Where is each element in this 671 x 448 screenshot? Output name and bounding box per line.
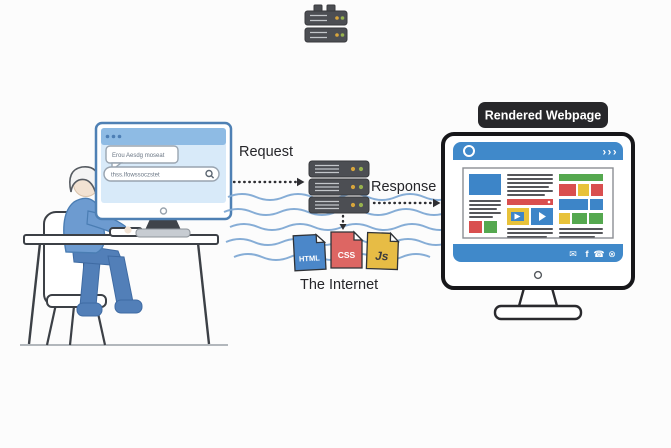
search-bar[interactable]: thss.Ifowssoczstet (103, 166, 220, 182)
browser-footer: ✉ f ☎ ⊗ (569, 249, 616, 260)
shoe (114, 299, 143, 314)
mail-icon[interactable]: ✉ (569, 249, 577, 259)
server-small (304, 4, 348, 43)
css-file-label: CSS (338, 250, 356, 260)
search-icon (205, 169, 215, 179)
monitor-stand-base (135, 228, 191, 238)
server-to-files-arrow (339, 214, 347, 230)
server-unit (308, 160, 370, 178)
speech-bubble-text: Erou Aesdg moseat (112, 153, 165, 159)
rendered-browser-window: ››› (453, 142, 623, 262)
js-file-icon: Js (365, 231, 400, 271)
css-file-icon: CSS (330, 230, 364, 269)
play-icon (514, 213, 521, 220)
rendered-webpage-label: Rendered Webpage (485, 109, 602, 123)
response-label: Response (371, 179, 436, 195)
browser-toolbar (101, 128, 226, 145)
browser-logo-icon (463, 145, 475, 157)
video-thumbnail[interactable] (531, 208, 553, 225)
window-dot-icon (111, 134, 116, 139)
webpage-right-column (559, 174, 603, 238)
html-file-icon: HTML (292, 233, 327, 272)
close-circle-icon[interactable]: ⊗ (608, 249, 616, 259)
monitor-camera-icon (533, 270, 543, 280)
hand (124, 226, 132, 234)
play-icon (539, 212, 546, 221)
webpage-left-column (469, 174, 501, 233)
monitor-logo-icon (159, 207, 168, 215)
shoe (76, 302, 103, 317)
html-file-label: HTML (299, 253, 321, 263)
monitor-stand-base (493, 304, 583, 321)
chevrons-icon: ››› (603, 147, 619, 159)
window-dot-icon (105, 134, 110, 139)
speech-bubble: Erou Aesdg moseat (105, 145, 179, 172)
facebook-icon[interactable]: f (585, 249, 589, 260)
code-files: HTML CSS Js (292, 230, 400, 272)
server-unit (308, 196, 370, 214)
window-dot-icon (117, 134, 122, 139)
monitor-stand-neck (145, 219, 181, 230)
user-monitor: Erou Aesdg moseat thss.Ifowssoczstet (94, 121, 233, 238)
video-thumbnail[interactable] (507, 208, 529, 225)
rendered-monitor: ››› (441, 132, 635, 321)
rendered-webpage-badge: Rendered Webpage (478, 102, 608, 128)
server-unit (308, 178, 370, 196)
request-label: Request (239, 144, 293, 160)
response-arrow (372, 198, 441, 208)
monitor-stand-neck (517, 286, 559, 308)
phone-icon[interactable]: ☎ (593, 249, 604, 259)
server-stack (308, 160, 370, 214)
internet-label: The Internet (300, 277, 378, 293)
webpage-middle-column (507, 174, 553, 238)
js-file-label: Js (375, 249, 389, 263)
request-arrow (232, 177, 305, 187)
search-input-text: thss.Ifowssoczstet (111, 173, 160, 179)
